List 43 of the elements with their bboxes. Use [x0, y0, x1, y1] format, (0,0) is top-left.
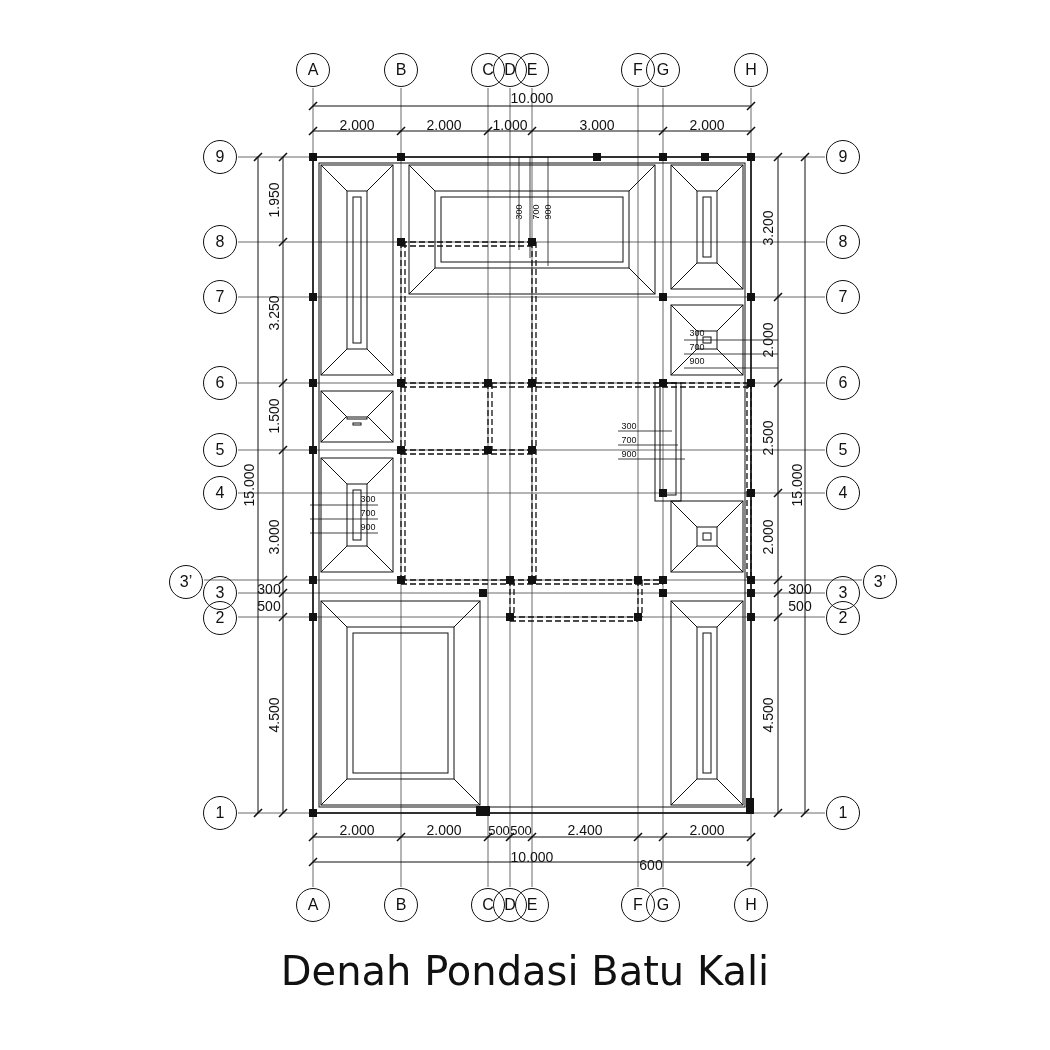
footing-width-label: 700 [689, 342, 705, 352]
dimension-label: 1.000 [492, 118, 528, 132]
footing-width-label: 700 [621, 435, 637, 445]
dimension-label: 500 [257, 599, 281, 613]
dimension-label: 3.200 [761, 210, 775, 246]
dimension-label: 4.500 [761, 697, 775, 733]
dimension-label: 600 [639, 858, 663, 872]
dimension-label: 300 [257, 582, 281, 596]
footing-width-label: 700 [531, 204, 541, 220]
dimension-label: 2.000 [761, 519, 775, 555]
dimension-label: 3.250 [267, 295, 281, 331]
footing-width-label: 900 [360, 522, 376, 532]
dimension-label: 1.500 [267, 398, 281, 434]
dimension-label: 500 [510, 823, 532, 837]
drawing-caption: Denah Pondasi Batu Kali [279, 948, 771, 994]
dimension-label: 4.500 [267, 697, 281, 733]
dimension-label: 3.000 [579, 118, 615, 132]
footing-width-label: 300 [689, 328, 705, 338]
footing-width-label: 300 [621, 421, 637, 431]
dimension-label: 2.500 [761, 420, 775, 456]
footing-width-label: 900 [543, 204, 553, 220]
dimension-label: 10.000 [510, 850, 554, 864]
dimension-label: 2.400 [567, 823, 603, 837]
dimension-label: 500 [788, 599, 812, 613]
dimension-label: 2.000 [426, 823, 462, 837]
footing-width-label: 700 [360, 508, 376, 518]
dimension-label: 300 [788, 582, 812, 596]
dimension-label: 2.000 [339, 118, 375, 132]
footing-width-label: 900 [621, 449, 637, 459]
dimension-label: 2.000 [339, 823, 375, 837]
footing-width-label: 300 [514, 204, 524, 220]
dimension-label: 3.000 [267, 519, 281, 555]
dimension-label: 1.950 [267, 182, 281, 218]
dimension-label: 2.000 [761, 322, 775, 358]
dimension-label: 10.000 [510, 91, 554, 105]
dimension-label: 2.000 [426, 118, 462, 132]
footing-width-label: 300 [360, 494, 376, 504]
footing-width-label: 900 [689, 356, 705, 366]
dimension-label: 2.000 [689, 118, 725, 132]
dimension-label: 15.000 [242, 463, 256, 507]
dimension-label: 500 [488, 823, 510, 837]
dimension-label: 2.000 [689, 823, 725, 837]
dimension-label: 15.000 [790, 463, 804, 507]
